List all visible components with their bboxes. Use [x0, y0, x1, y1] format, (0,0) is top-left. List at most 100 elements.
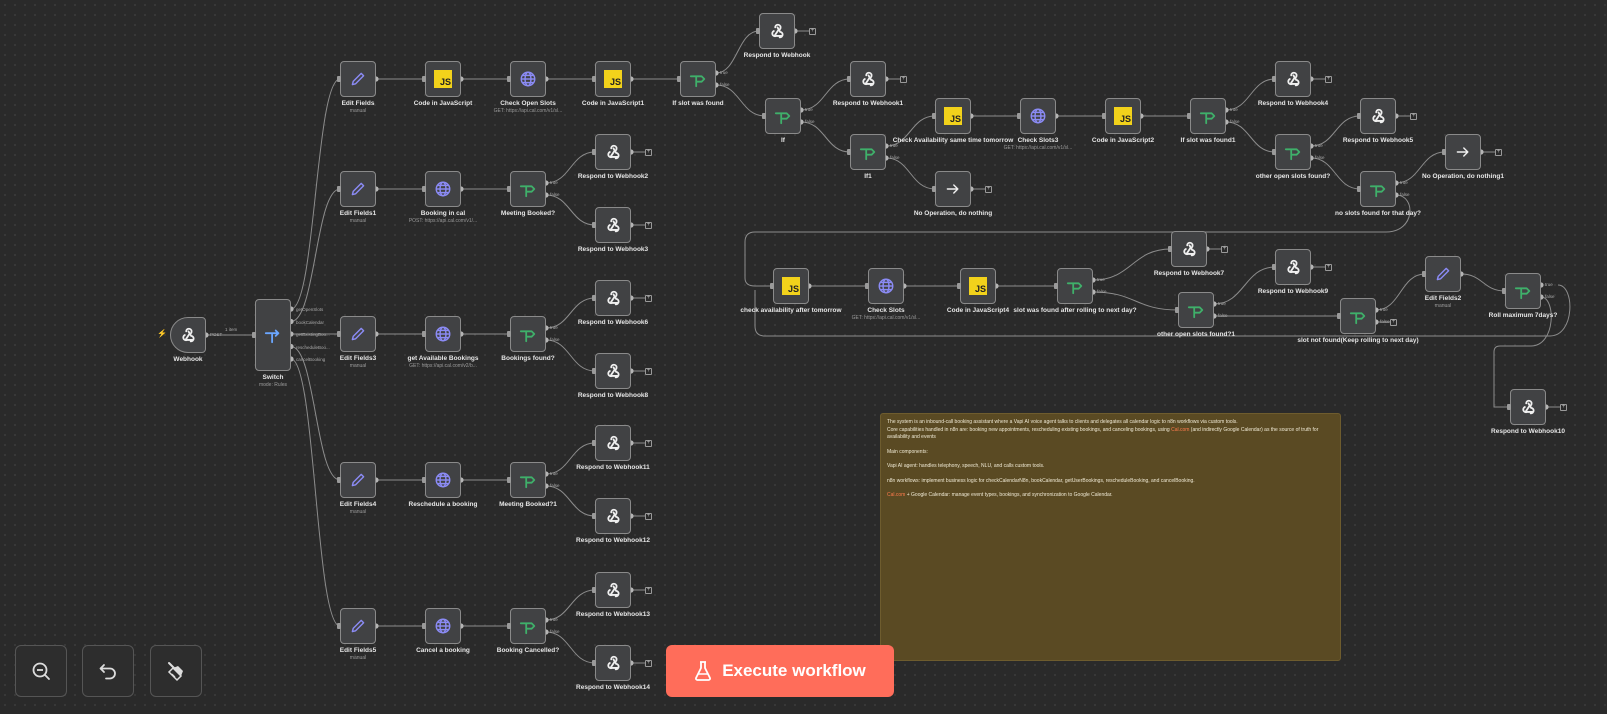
node-no-op[interactable] — [935, 171, 971, 207]
node-switch[interactable] — [255, 299, 291, 371]
add-node-button[interactable]: + — [1560, 403, 1567, 411]
node-roll-max[interactable] — [1505, 273, 1541, 309]
input-handle[interactable] — [592, 440, 596, 446]
node-code-js1[interactable]: JS — [595, 61, 631, 97]
input-handle[interactable] — [592, 587, 596, 593]
add-node-button[interactable]: + — [645, 221, 652, 229]
input-handle[interactable] — [337, 477, 341, 483]
add-node-button[interactable]: + — [645, 294, 652, 302]
node-edit-fields[interactable] — [340, 61, 376, 97]
input-handle[interactable] — [592, 295, 596, 301]
node-respond-webhook9[interactable] — [1275, 249, 1311, 285]
input-handle[interactable] — [422, 186, 426, 192]
input-handle[interactable] — [1272, 149, 1276, 155]
add-node-button[interactable]: + — [809, 27, 816, 35]
input-handle[interactable] — [847, 76, 851, 82]
node-slot-found-rolling[interactable] — [1057, 268, 1093, 304]
input-handle[interactable] — [592, 513, 596, 519]
input-handle[interactable] — [1187, 113, 1191, 119]
input-handle[interactable] — [677, 76, 681, 82]
node-edit-fields1[interactable] — [340, 171, 376, 207]
input-handle[interactable] — [1175, 307, 1179, 313]
input-handle[interactable] — [1502, 288, 1506, 294]
add-node-button[interactable]: + — [900, 75, 907, 83]
input-handle[interactable] — [337, 623, 341, 629]
node-webhook[interactable] — [170, 317, 206, 353]
input-handle[interactable] — [507, 477, 511, 483]
add-node-button[interactable]: + — [645, 512, 652, 520]
input-handle[interactable] — [422, 623, 426, 629]
node-edit-fields4[interactable] — [340, 462, 376, 498]
add-node-button[interactable]: + — [1390, 318, 1397, 326]
node-respond-webhook1[interactable] — [850, 61, 886, 97]
node-respond-webhook6[interactable] — [595, 280, 631, 316]
input-handle[interactable] — [1422, 271, 1426, 277]
input-handle[interactable] — [422, 76, 426, 82]
input-handle[interactable] — [507, 186, 511, 192]
input-handle[interactable] — [507, 623, 511, 629]
add-node-button[interactable]: + — [1325, 263, 1332, 271]
sticky-note[interactable]: The system is an inbound-call booking as… — [880, 413, 1341, 661]
node-respond-webhook3[interactable] — [595, 207, 631, 243]
input-handle[interactable] — [762, 113, 766, 119]
node-check-slots3[interactable] — [1020, 98, 1056, 134]
add-node-button[interactable]: + — [645, 367, 652, 375]
input-handle[interactable] — [507, 331, 511, 337]
node-respond-webhook12[interactable] — [595, 498, 631, 534]
input-handle[interactable] — [847, 149, 851, 155]
add-node-button[interactable]: + — [1495, 148, 1502, 156]
node-check-open-slots[interactable] — [510, 61, 546, 97]
input-handle[interactable] — [592, 368, 596, 374]
input-handle[interactable] — [865, 283, 869, 289]
node-get-bookings[interactable] — [425, 316, 461, 352]
input-handle[interactable] — [592, 222, 596, 228]
input-handle[interactable] — [1017, 113, 1021, 119]
input-handle[interactable] — [507, 76, 511, 82]
node-if[interactable] — [765, 98, 801, 134]
input-handle[interactable] — [1337, 313, 1341, 319]
execute-workflow-button[interactable]: Execute workflow — [666, 645, 894, 697]
input-handle[interactable] — [592, 149, 596, 155]
input-handle[interactable] — [1102, 113, 1106, 119]
input-handle[interactable] — [1054, 283, 1058, 289]
input-handle[interactable] — [1357, 186, 1361, 192]
input-handle[interactable] — [592, 76, 596, 82]
node-reschedule[interactable] — [425, 462, 461, 498]
input-handle[interactable] — [337, 331, 341, 337]
input-handle[interactable] — [932, 186, 936, 192]
tidy-up-button[interactable] — [150, 645, 202, 697]
node-code-js4[interactable]: JS — [960, 268, 996, 304]
input-handle[interactable] — [957, 283, 961, 289]
node-respond-webhook10[interactable] — [1510, 389, 1546, 425]
node-respond-webhook7[interactable] — [1171, 231, 1207, 267]
node-respond-webhook4[interactable] — [1275, 61, 1311, 97]
node-code-js[interactable]: JS — [425, 61, 461, 97]
node-edit-fields5[interactable] — [340, 608, 376, 644]
add-node-button[interactable]: + — [645, 148, 652, 156]
node-respond-webhook5[interactable] — [1360, 98, 1396, 134]
add-node-button[interactable]: + — [645, 586, 652, 594]
node-respond-webhook13[interactable] — [595, 572, 631, 608]
node-check-avail-tomorrow[interactable]: JS — [935, 98, 971, 134]
input-handle[interactable] — [1168, 246, 1172, 252]
input-handle[interactable] — [1507, 404, 1511, 410]
node-no-slots-day[interactable] — [1360, 171, 1396, 207]
node-respond-webhook14[interactable] — [595, 645, 631, 681]
node-no-op1[interactable] — [1445, 134, 1481, 170]
node-check-slots[interactable] — [868, 268, 904, 304]
input-handle[interactable] — [592, 660, 596, 666]
input-handle[interactable] — [422, 477, 426, 483]
input-handle[interactable] — [770, 283, 774, 289]
input-handle[interactable] — [1272, 264, 1276, 270]
input-handle[interactable] — [932, 113, 936, 119]
node-respond-webhook8[interactable] — [595, 353, 631, 389]
node-if-slot-found[interactable] — [680, 61, 716, 97]
add-node-button[interactable]: + — [645, 659, 652, 667]
add-node-button[interactable]: + — [1325, 75, 1332, 83]
node-if-slot-found1[interactable] — [1190, 98, 1226, 134]
add-node-button[interactable]: + — [985, 185, 992, 193]
note-link-calcom[interactable]: Cal.com — [1171, 426, 1190, 433]
node-check-after-tomorrow[interactable]: JS — [773, 268, 809, 304]
node-edit-fields2[interactable] — [1425, 256, 1461, 292]
input-handle[interactable] — [1272, 76, 1276, 82]
